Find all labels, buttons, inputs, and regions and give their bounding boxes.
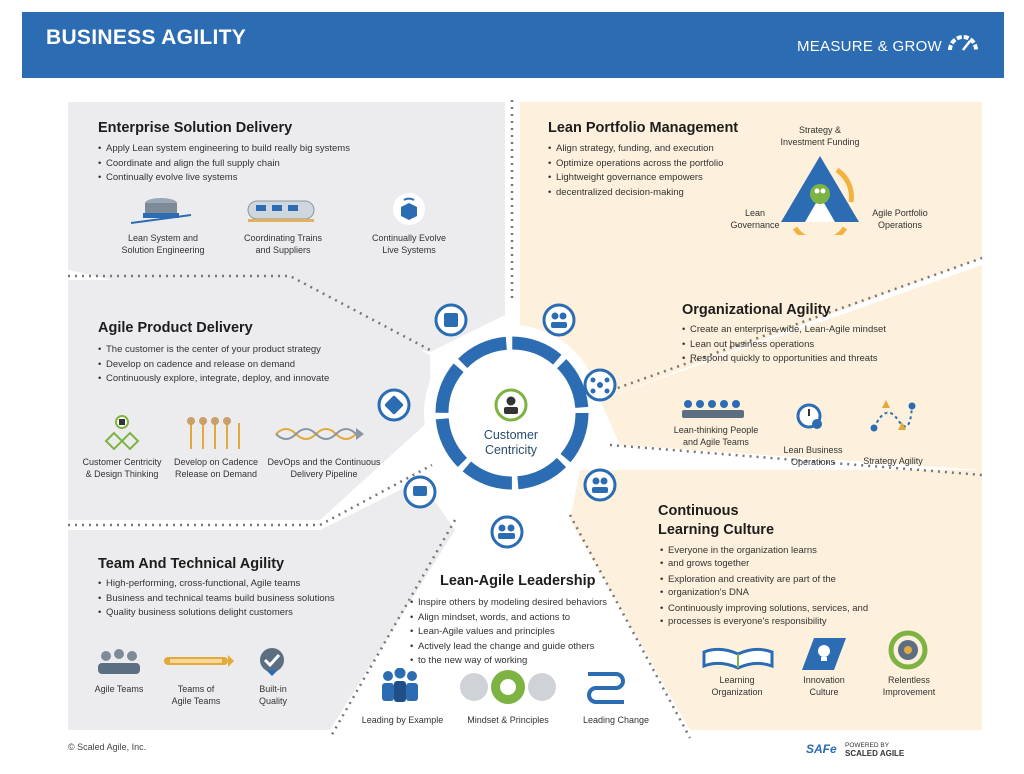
diagram-label-top: Strategy &Investment Funding xyxy=(780,125,860,147)
safe-logo: SAFe xyxy=(806,742,837,756)
caption: Mindset & Principles xyxy=(467,715,549,725)
caption: Agile Teams xyxy=(94,684,144,694)
portfolio-triangle-diagram xyxy=(781,156,859,235)
bullet: The customer is the center of your produ… xyxy=(98,343,418,358)
bullet: Optimize operations across the portfolio xyxy=(548,157,768,172)
bullet: Create an enterprise-wide, Lean-Agile mi… xyxy=(682,323,942,338)
stopwatch-icon xyxy=(796,403,822,429)
enterprise-bullets: Apply Lean system engineering to build r… xyxy=(98,142,478,186)
product-bullets: The customer is the center of your produ… xyxy=(98,343,418,387)
copyright: © Scaled Agile, Inc. xyxy=(68,742,147,752)
train-icon xyxy=(247,200,315,222)
bullet-continued: decentralized decision-making xyxy=(548,186,768,201)
bullet: Align strategy, funding, and execution xyxy=(548,142,768,157)
live-systems-icon xyxy=(393,193,425,225)
bullet-continued: processes is everyone's responsibility xyxy=(660,616,890,629)
bullet: High-performing, cross-functional, Agile… xyxy=(98,577,378,592)
bullet: Continuously improving solutions, servic… xyxy=(660,603,890,616)
bullet-continued: Lean-Agile values and principles xyxy=(410,625,640,640)
center-ring xyxy=(435,336,589,490)
strategy-icon xyxy=(870,400,916,432)
caption: Customer Centricity& Design Thinking xyxy=(82,457,162,479)
org-panel xyxy=(600,265,982,470)
lightbulb-icon xyxy=(802,638,846,670)
team-bullets: High-performing, cross-functional, Agile… xyxy=(98,577,378,621)
bullet: Lean out business operations xyxy=(682,338,942,353)
people-icon xyxy=(682,400,744,418)
enterprise-title: Enterprise Solution Delivery xyxy=(98,120,293,136)
product-panel xyxy=(68,280,430,520)
bullet: Everyone in the organization learns xyxy=(660,545,890,558)
caption: Strategy Agility xyxy=(863,456,923,466)
learning-panel xyxy=(570,470,982,730)
org-bullets: Create an enterprise-wide, Lean-Agile mi… xyxy=(682,323,942,367)
leadership-title: Lean-Agile Leadership xyxy=(440,573,596,589)
design-thinking-icon xyxy=(104,415,140,451)
learning-bullets: Everyone in the organization learns and … xyxy=(660,545,890,629)
pipeline-icon xyxy=(275,428,364,440)
gauge-icon xyxy=(948,35,978,51)
caption: Leading Change xyxy=(582,715,650,725)
bullet: Respond quickly to opportunities and thr… xyxy=(682,352,942,367)
bullet-continued: to the new way of working xyxy=(410,654,640,669)
book-icon xyxy=(702,647,774,670)
page-title: BUSINESS AGILITY xyxy=(46,26,247,49)
teams-of-teams-icon xyxy=(164,655,234,667)
bullet: Quality business solutions delight custo… xyxy=(98,606,378,621)
bullet: Actively lead the change and guide other… xyxy=(410,640,640,655)
leading-example-icon xyxy=(382,668,418,702)
bullet-continued: and grows together xyxy=(660,558,890,571)
header-bar xyxy=(22,12,1004,78)
bullet: Business and technical teams build busin… xyxy=(98,592,378,607)
measure-grow-label: MEASURE & GROW xyxy=(796,38,942,55)
bullet: Apply Lean system engineering to build r… xyxy=(98,142,478,157)
portfolio-title: Lean Portfolio Management xyxy=(548,120,739,136)
bullet: Continuously explore, integrate, deploy,… xyxy=(98,372,418,387)
bullet-continued: organization's DNA xyxy=(660,587,890,600)
product-title: Agile Product Delivery xyxy=(98,320,253,336)
quality-icon xyxy=(260,648,284,676)
bullet: Align mindset, words, and actions to xyxy=(410,611,640,626)
solution-engineering-icon xyxy=(130,198,192,224)
bullet: Exploration and creativity are part of t… xyxy=(660,574,890,587)
bullet: Coordinate and align the full supply cha… xyxy=(98,157,478,172)
leading-change-icon xyxy=(587,672,625,704)
bullet: Inspire others by modeling desired behav… xyxy=(410,596,640,611)
bullet: Continually evolve live systems xyxy=(98,171,478,186)
cadence-icon xyxy=(187,417,240,449)
portfolio-bullets: Align strategy, funding, and execution O… xyxy=(548,142,768,200)
caption: Leading by Example xyxy=(361,715,444,725)
improvement-icon xyxy=(888,630,928,670)
bullet: Develop on cadence and release on demand xyxy=(98,358,418,373)
agile-teams-icon xyxy=(98,649,140,674)
org-title: Organizational Agility xyxy=(682,302,831,318)
bullet: Lightweight governance empowers xyxy=(548,171,768,186)
mindset-icon xyxy=(460,670,556,704)
leadership-bullets: Inspire others by modeling desired behav… xyxy=(410,596,640,669)
team-title: Team And Technical Agility xyxy=(98,556,285,572)
